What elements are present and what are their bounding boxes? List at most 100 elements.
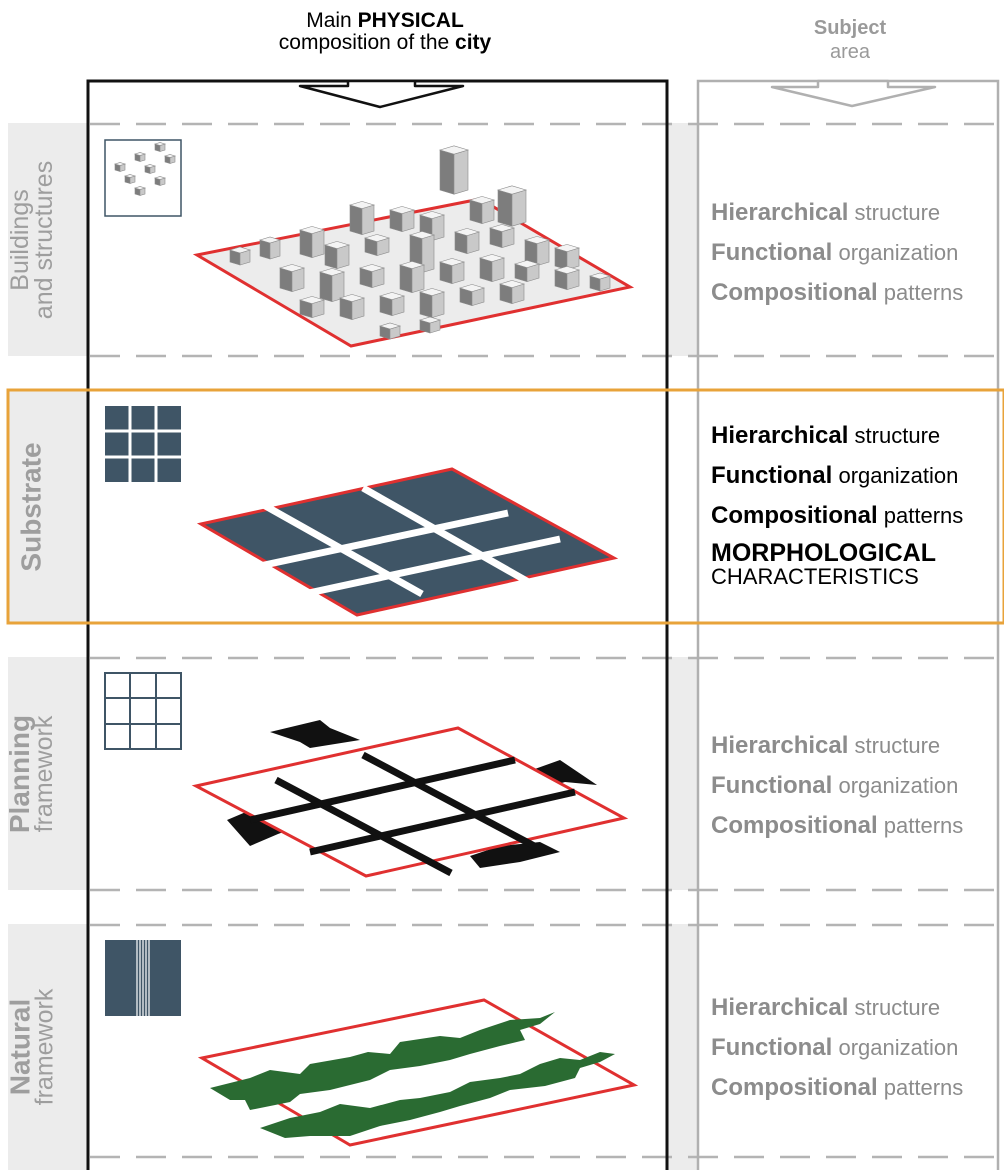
building-block bbox=[123, 174, 137, 184]
subject-item: Hierarchical structure bbox=[711, 416, 1003, 456]
side-label-substrate-line1: Substrate bbox=[16, 441, 47, 572]
side-label-buildings-line2: and structures bbox=[30, 160, 59, 319]
building-block bbox=[588, 272, 612, 292]
green-corridor-upper bbox=[210, 1012, 555, 1110]
subject-bold: Compositional bbox=[711, 1074, 878, 1101]
building-block bbox=[553, 266, 581, 291]
subject-rest: patterns bbox=[883, 813, 964, 838]
subject-item: Functional organization bbox=[711, 1028, 1003, 1068]
side-label-natural-line1: Natural bbox=[4, 998, 35, 1096]
building-block bbox=[358, 264, 386, 289]
subject-rest: organization bbox=[838, 463, 959, 488]
building-block bbox=[498, 280, 526, 305]
subject-item: Compositional patterns bbox=[711, 496, 1003, 536]
main-arrow bbox=[298, 79, 465, 109]
subject-rest: structure bbox=[854, 733, 941, 758]
subject-bold: Compositional bbox=[711, 502, 878, 529]
building-block bbox=[458, 284, 486, 307]
morphological-characteristics: MORPHOLOGICAL CHARACTERISTICS bbox=[711, 540, 1003, 588]
natural-illustration bbox=[197, 998, 639, 1147]
building-block bbox=[298, 226, 326, 259]
buildings-icon-frame bbox=[104, 139, 182, 217]
buildings-illustration bbox=[192, 145, 635, 348]
planning-grid-icon bbox=[104, 672, 182, 750]
building-block bbox=[153, 142, 167, 152]
natural-stripes-icon bbox=[105, 940, 181, 1016]
subject-list-buildings: Hierarchical structure Functional organi… bbox=[711, 193, 1003, 313]
subject-bold: Hierarchical bbox=[711, 732, 849, 759]
subject-bold: Functional bbox=[711, 1034, 833, 1061]
morph-bold: MORPHOLOGICAL bbox=[711, 539, 936, 567]
building-block bbox=[113, 162, 127, 172]
building-block bbox=[418, 316, 442, 334]
subject-bold: Compositional bbox=[711, 812, 878, 839]
building-block bbox=[143, 164, 157, 174]
planning-arrow-left bbox=[227, 806, 300, 846]
middle-band-3 bbox=[667, 657, 698, 890]
subject-item: Hierarchical structure bbox=[711, 193, 1003, 233]
subject-rest: organization bbox=[838, 240, 959, 265]
building-block bbox=[553, 244, 581, 271]
morph-rest: CHARACTERISTICS bbox=[711, 564, 919, 589]
label-band-buildings bbox=[8, 123, 88, 356]
subject-rest: structure bbox=[854, 423, 941, 448]
building-block bbox=[468, 196, 496, 225]
building-block bbox=[478, 254, 506, 283]
header-subject-line2: area bbox=[829, 41, 871, 63]
main-column-header: Main PHYSICAL composition of the city bbox=[230, 10, 540, 54]
buildings-icon bbox=[113, 142, 177, 196]
label-band-natural bbox=[8, 924, 88, 1170]
subject-rest: structure bbox=[854, 200, 941, 225]
building-block bbox=[378, 322, 402, 340]
subject-bold: Functional bbox=[711, 239, 833, 266]
building-block bbox=[398, 261, 426, 294]
label-band-substrate bbox=[8, 390, 88, 623]
building-block bbox=[298, 296, 326, 319]
subject-list-substrate: Hierarchical structure Functional organi… bbox=[711, 416, 1003, 588]
subject-rest: organization bbox=[838, 1035, 959, 1060]
subject-rest: patterns bbox=[883, 1075, 964, 1100]
building-block bbox=[388, 206, 416, 233]
middle-band-4 bbox=[667, 924, 698, 1170]
building-block bbox=[418, 288, 446, 319]
subject-rest: organization bbox=[838, 773, 959, 798]
subject-bold: Hierarchical bbox=[711, 422, 849, 449]
subject-arrow bbox=[770, 79, 937, 108]
subject-rest: structure bbox=[854, 995, 941, 1020]
subject-column-header: Subject area bbox=[770, 16, 930, 64]
subject-bold: Functional bbox=[711, 772, 833, 799]
side-label-buildings: Buildings and structures bbox=[0, 123, 64, 356]
building-block bbox=[496, 185, 528, 227]
subject-list-planning: Hierarchical structure Functional organi… bbox=[711, 726, 1003, 846]
building-block bbox=[438, 145, 470, 195]
building-block bbox=[323, 241, 351, 270]
side-label-substrate: Substrate bbox=[0, 390, 64, 623]
building-block bbox=[453, 228, 481, 255]
building-block bbox=[348, 201, 376, 236]
subject-item: Functional organization bbox=[711, 233, 1003, 273]
substrate-grid-icon bbox=[105, 406, 181, 482]
side-label-natural-line2: framework bbox=[30, 988, 58, 1106]
building-block bbox=[488, 224, 516, 249]
subject-rest: patterns bbox=[883, 503, 964, 528]
planning-illustration bbox=[191, 720, 629, 878]
building-block bbox=[438, 258, 466, 285]
side-label-buildings-line1: Buildings bbox=[6, 188, 35, 291]
building-block bbox=[513, 260, 541, 283]
building-block bbox=[523, 236, 551, 267]
building-block bbox=[318, 268, 346, 303]
subject-item: Functional organization bbox=[711, 766, 1003, 806]
building-block bbox=[133, 186, 147, 196]
building-block bbox=[278, 264, 306, 293]
building-block bbox=[228, 246, 252, 266]
header-main-line2-bold: city bbox=[455, 31, 492, 54]
subject-bold: Hierarchical bbox=[711, 994, 849, 1021]
subject-item: Compositional patterns bbox=[711, 806, 1003, 846]
subject-bold: Hierarchical bbox=[711, 199, 849, 226]
substrate-illustration bbox=[196, 467, 619, 617]
building-block bbox=[378, 292, 406, 317]
planning-arrow-top bbox=[270, 720, 360, 748]
subject-rest: patterns bbox=[883, 280, 964, 305]
side-label-planning: Planning framework bbox=[0, 657, 64, 890]
